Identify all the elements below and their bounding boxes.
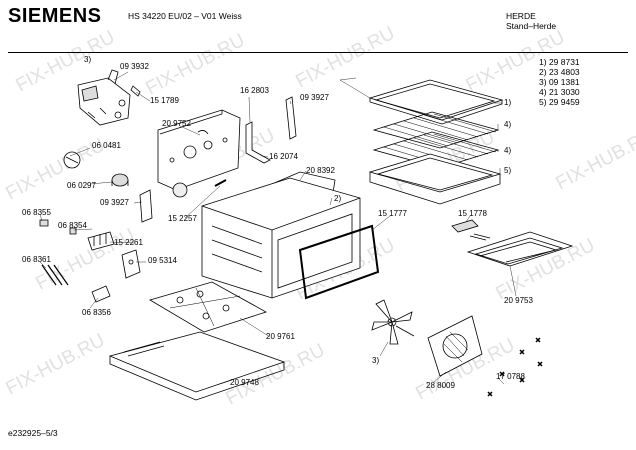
footnote-marker: 4) [504, 120, 512, 129]
part-label: 15 1778 [458, 209, 487, 218]
appliance-subcategory: Stand–Herde [506, 21, 557, 31]
part-label: 09 5314 [148, 256, 177, 265]
footnote-marker: 3) [84, 55, 92, 64]
bracket-part [245, 121, 271, 164]
part-label: 06 8356 [82, 308, 111, 317]
terminal-block [87, 231, 115, 251]
part-label: 09 3927 [100, 198, 129, 207]
appliance-category: HERDE [506, 11, 536, 21]
leader-lines [39, 71, 517, 385]
switch-assembly [77, 69, 131, 126]
footnote-marker: 2) [334, 194, 342, 203]
screw-cluster [39, 219, 77, 235]
control-knob [63, 151, 81, 169]
fan-cover [427, 315, 483, 377]
relay-part [121, 249, 141, 279]
side-bracket [139, 189, 153, 223]
watermark: FIX-HUB.RU [2, 330, 108, 400]
clamp-part [91, 285, 111, 303]
footnote-marker: 1) [504, 98, 512, 107]
wire-connectors [41, 264, 69, 286]
part-label: 16 2074 [269, 152, 298, 161]
footnote-marker: 5) [504, 166, 512, 175]
part-label: 20 9752 [162, 119, 191, 128]
heating-element [466, 231, 574, 267]
screw-set [487, 337, 543, 397]
header-divider [8, 52, 628, 53]
part-label: 20 9748 [230, 378, 259, 387]
footnote-marker: 3) [372, 356, 380, 365]
rear-panel [157, 109, 241, 191]
watermark: FIX-HUB.RU [292, 23, 398, 93]
insulation-roll [172, 182, 188, 198]
clip-part [130, 85, 141, 97]
lamp-cover [451, 219, 479, 233]
bottom-plate [108, 331, 286, 401]
deep-tray [368, 153, 502, 205]
part-label: 20 8392 [306, 166, 335, 175]
brand-logo: SIEMENS [8, 5, 102, 27]
watermark: FIX-HUB.RU [552, 125, 636, 195]
part-label: 06 0297 [67, 181, 96, 190]
legend-item: 3) 09 1381 [539, 77, 580, 87]
part-label: 28 8009 [426, 381, 455, 390]
part-label: 09 3927 [300, 93, 329, 102]
part-label: 17 0788 [496, 372, 525, 381]
part-label: 06 8355 [22, 208, 51, 217]
watermark: FIX-HUB.RU [142, 30, 248, 100]
legend-item: 1) 29 8731 [539, 57, 580, 67]
parts-legend: 1) 29 8731 2) 23 4803 3) 09 1381 4) 21 3… [539, 57, 580, 107]
part-label: 15 1789 [150, 96, 179, 105]
door-seal [298, 224, 380, 300]
part-label: 06 8354 [58, 221, 87, 230]
part-label: 20 9761 [266, 332, 295, 341]
part-label: 16 2803 [240, 86, 269, 95]
footnote-marker: 4) [504, 146, 512, 155]
legend-item: 5) 29 9459 [539, 97, 580, 107]
screw-part [214, 179, 227, 187]
part-label: 15 2257 [168, 214, 197, 223]
baking-tray [368, 79, 504, 125]
knob-base [111, 173, 129, 187]
oven-cavity [201, 177, 361, 299]
fan-blade [371, 299, 415, 345]
part-label: 06 8361 [22, 255, 51, 264]
model-number: HS 34220 EU/02 – V01 Weiss [128, 11, 242, 21]
base-plate [149, 281, 267, 333]
part-label: 20 9753 [504, 296, 533, 305]
legend-item: 4) 21 3030 [539, 87, 580, 97]
legend-item: 2) 23 4803 [539, 67, 580, 77]
hinge-part [285, 96, 297, 140]
part-label: 15 2261 [114, 238, 143, 247]
part-label: 15 1777 [378, 209, 407, 218]
document-id: e232925–5/3 [8, 428, 58, 438]
part-label: 06 0481 [92, 141, 121, 150]
part-label: 09 3932 [120, 62, 149, 71]
watermark: FIX-HUB.RU [492, 235, 598, 305]
